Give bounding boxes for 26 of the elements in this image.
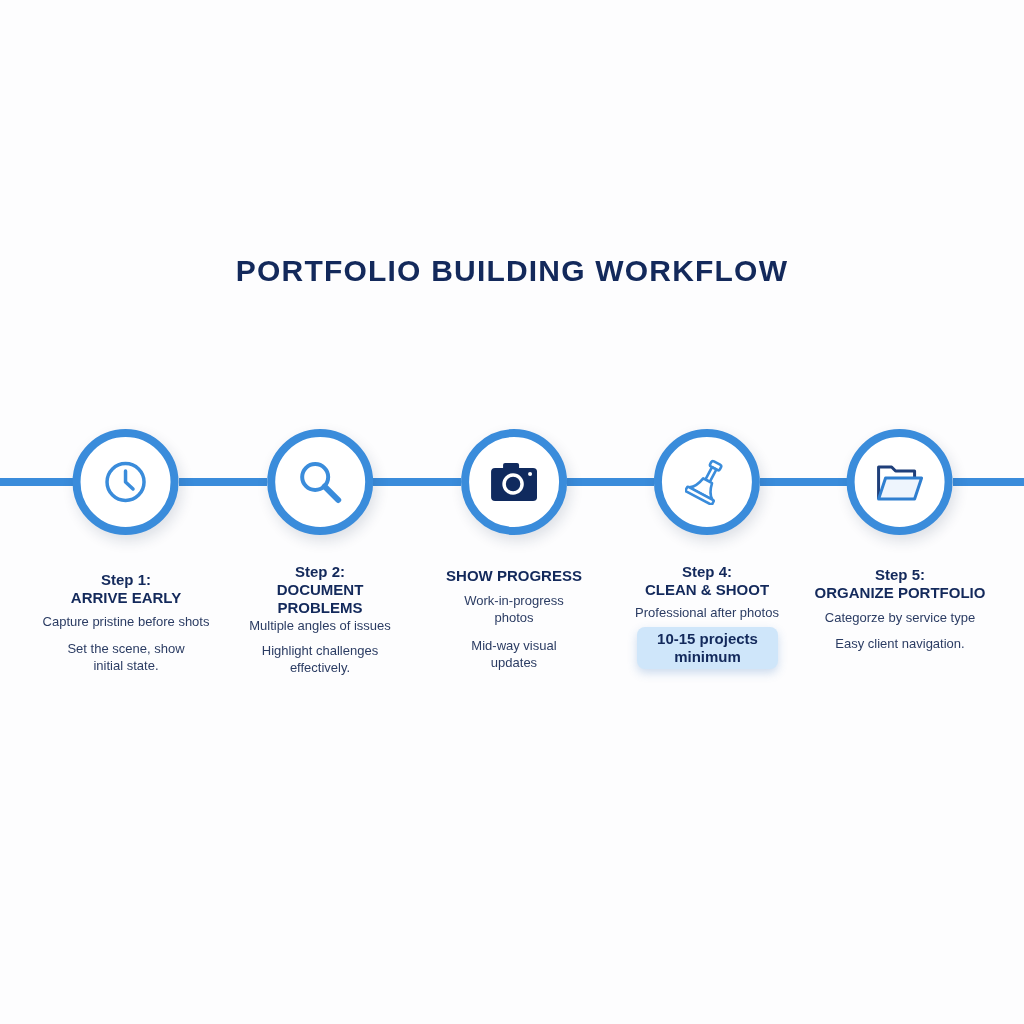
step-title: DOCUMENT PROBLEMS [275, 581, 365, 617]
connector-line [179, 478, 267, 486]
step-title: SHOW PROGRESS [446, 567, 582, 585]
step-label: Step 2: [295, 563, 345, 581]
step-description: Easy client navigation. [835, 635, 965, 652]
connector-line [760, 478, 847, 486]
step-description: Work-in-progress photos [463, 592, 565, 626]
step-title: ORGANIZE PORTFOLIO [814, 584, 986, 602]
highlight-badge: 10-15 projects minimum [637, 627, 778, 669]
step-label: Step 4: [682, 563, 732, 581]
connector-line [953, 478, 1024, 486]
step-description: Capture pristine before shots [42, 613, 210, 630]
step-description: Set the scene, show initial state. [66, 640, 186, 674]
step-description: Multiple angles of issues [249, 617, 391, 634]
step-description: Professional after photos [635, 604, 779, 621]
step-description: Categorze by service type [824, 609, 976, 626]
step-title: CLEAN & SHOOT [644, 581, 770, 599]
connector-line [0, 478, 73, 486]
step-description: Highlight challenges effectively. [260, 642, 380, 676]
diagram-title: PORTFOLIO BUILDING WORKFLOW [235, 253, 789, 289]
step-description: Mid-way visual updates [470, 637, 558, 671]
step-title: ARRIVE EARLY [70, 589, 182, 607]
step-label: Step 5: [875, 566, 925, 584]
step-label: Step 1: [101, 571, 151, 589]
connector-line [567, 478, 654, 486]
connector-line [373, 478, 461, 486]
